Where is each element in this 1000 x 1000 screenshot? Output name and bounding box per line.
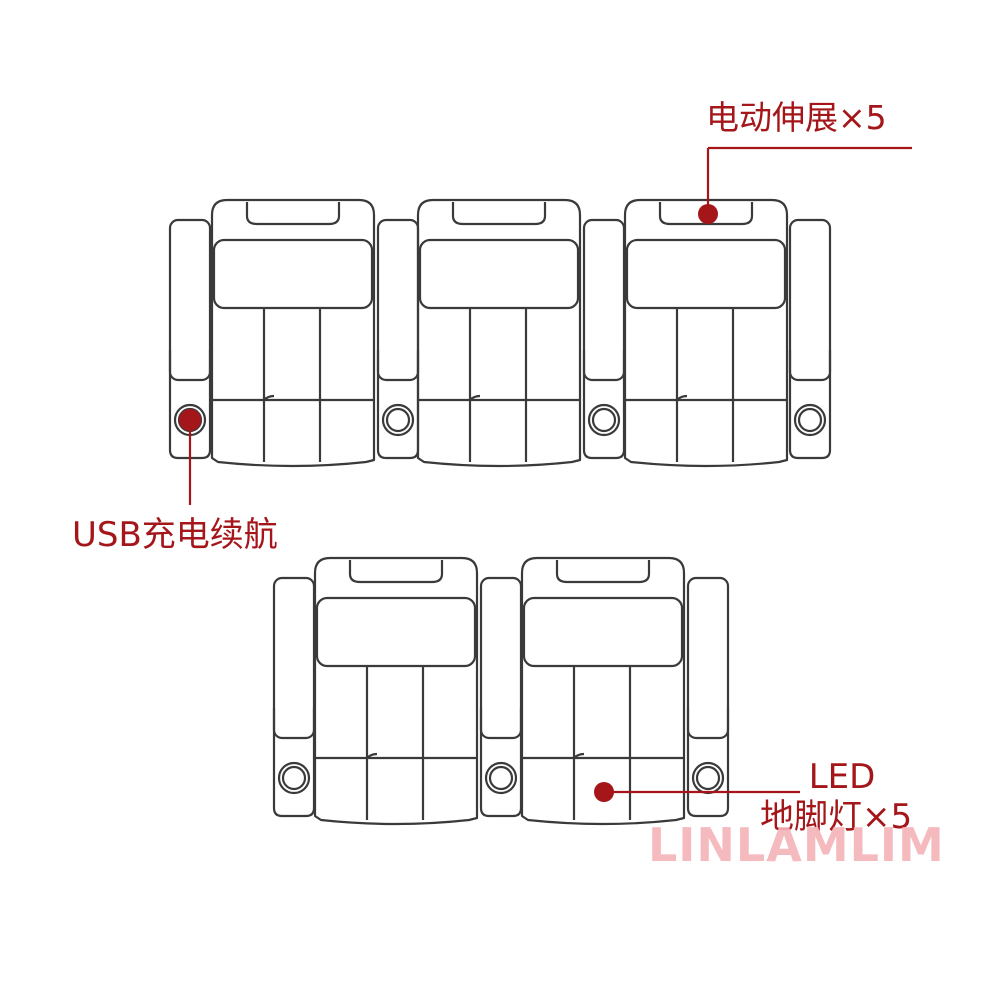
- row1-seat-1-deco: [263, 394, 275, 401]
- watermark-logo: LINLAMLIM: [648, 818, 945, 872]
- row2-seat-1-deco: [366, 752, 378, 759]
- row1-arm-2-cupholder: [381, 403, 415, 437]
- row1-arm-4-cupholder: [793, 403, 827, 437]
- row2-arm-2-base: [479, 708, 523, 818]
- row2-arm-2: [479, 576, 523, 740]
- row1-seat-3-deco: [676, 394, 688, 401]
- row2-seat-2-frame: [520, 556, 686, 826]
- row2-seat-2-back-cushion: [522, 596, 684, 668]
- row2-seat-1-frame: [313, 556, 479, 826]
- row1-arm-1: [168, 218, 212, 382]
- row2-arm-1: [272, 576, 316, 740]
- usb-charging-label: USB充电续航: [72, 515, 278, 555]
- motor-recline-label: 电动伸展×5: [706, 98, 887, 137]
- motor-callout-dot: [698, 204, 718, 224]
- row1-arm-3: [582, 218, 626, 382]
- row1-arm-4: [788, 218, 832, 382]
- row1-seat-2-headrest: [451, 202, 547, 226]
- row2-arm-3-base: [686, 708, 730, 818]
- row2-arm-3-cupholder-inner: [695, 765, 721, 791]
- row1-seat-1-back-cushion: [212, 238, 374, 310]
- led-label-line1: LED: [808, 757, 876, 797]
- row2-arm-2-cupholder: [484, 761, 518, 795]
- row1-seat-1-headrest: [245, 202, 341, 226]
- row1-seat-3-back-cushion: [625, 238, 787, 310]
- led-floor-light-label: 地脚灯×5: [760, 797, 913, 837]
- row1-seat-3-headrest: [658, 202, 754, 226]
- row2-arm-3: [686, 576, 730, 740]
- row2-arm-1-cupholder: [277, 761, 311, 795]
- row1-arm-2-cupholder-inner: [385, 407, 411, 433]
- row1-arm-4-base: [788, 350, 832, 460]
- row1-arm-3-base: [582, 350, 626, 460]
- row2-seat-1-back-cushion: [315, 596, 477, 668]
- row2-arm-1-base: [272, 708, 316, 818]
- row2-arm-1-cupholder-inner: [281, 765, 307, 791]
- row1-arm-2: [376, 218, 420, 382]
- row1-seat-1-frame: [210, 198, 376, 468]
- row1-seat-3-frame: [623, 198, 789, 468]
- row1-arm-4-cupholder-inner: [797, 407, 823, 433]
- row1-seat-2-back-cushion: [418, 238, 580, 310]
- row2-seat-2-deco: [573, 752, 585, 759]
- row1-arm-3-cupholder: [587, 403, 621, 437]
- row2-seat-1-headrest: [348, 560, 444, 584]
- row1-seat-2-deco: [469, 394, 481, 401]
- row1-arm-3-cupholder-inner: [591, 407, 617, 433]
- row2-arm-2-cupholder-inner: [488, 765, 514, 791]
- row2-seat-2-headrest: [555, 560, 651, 584]
- row1-seat-2-frame: [416, 198, 582, 468]
